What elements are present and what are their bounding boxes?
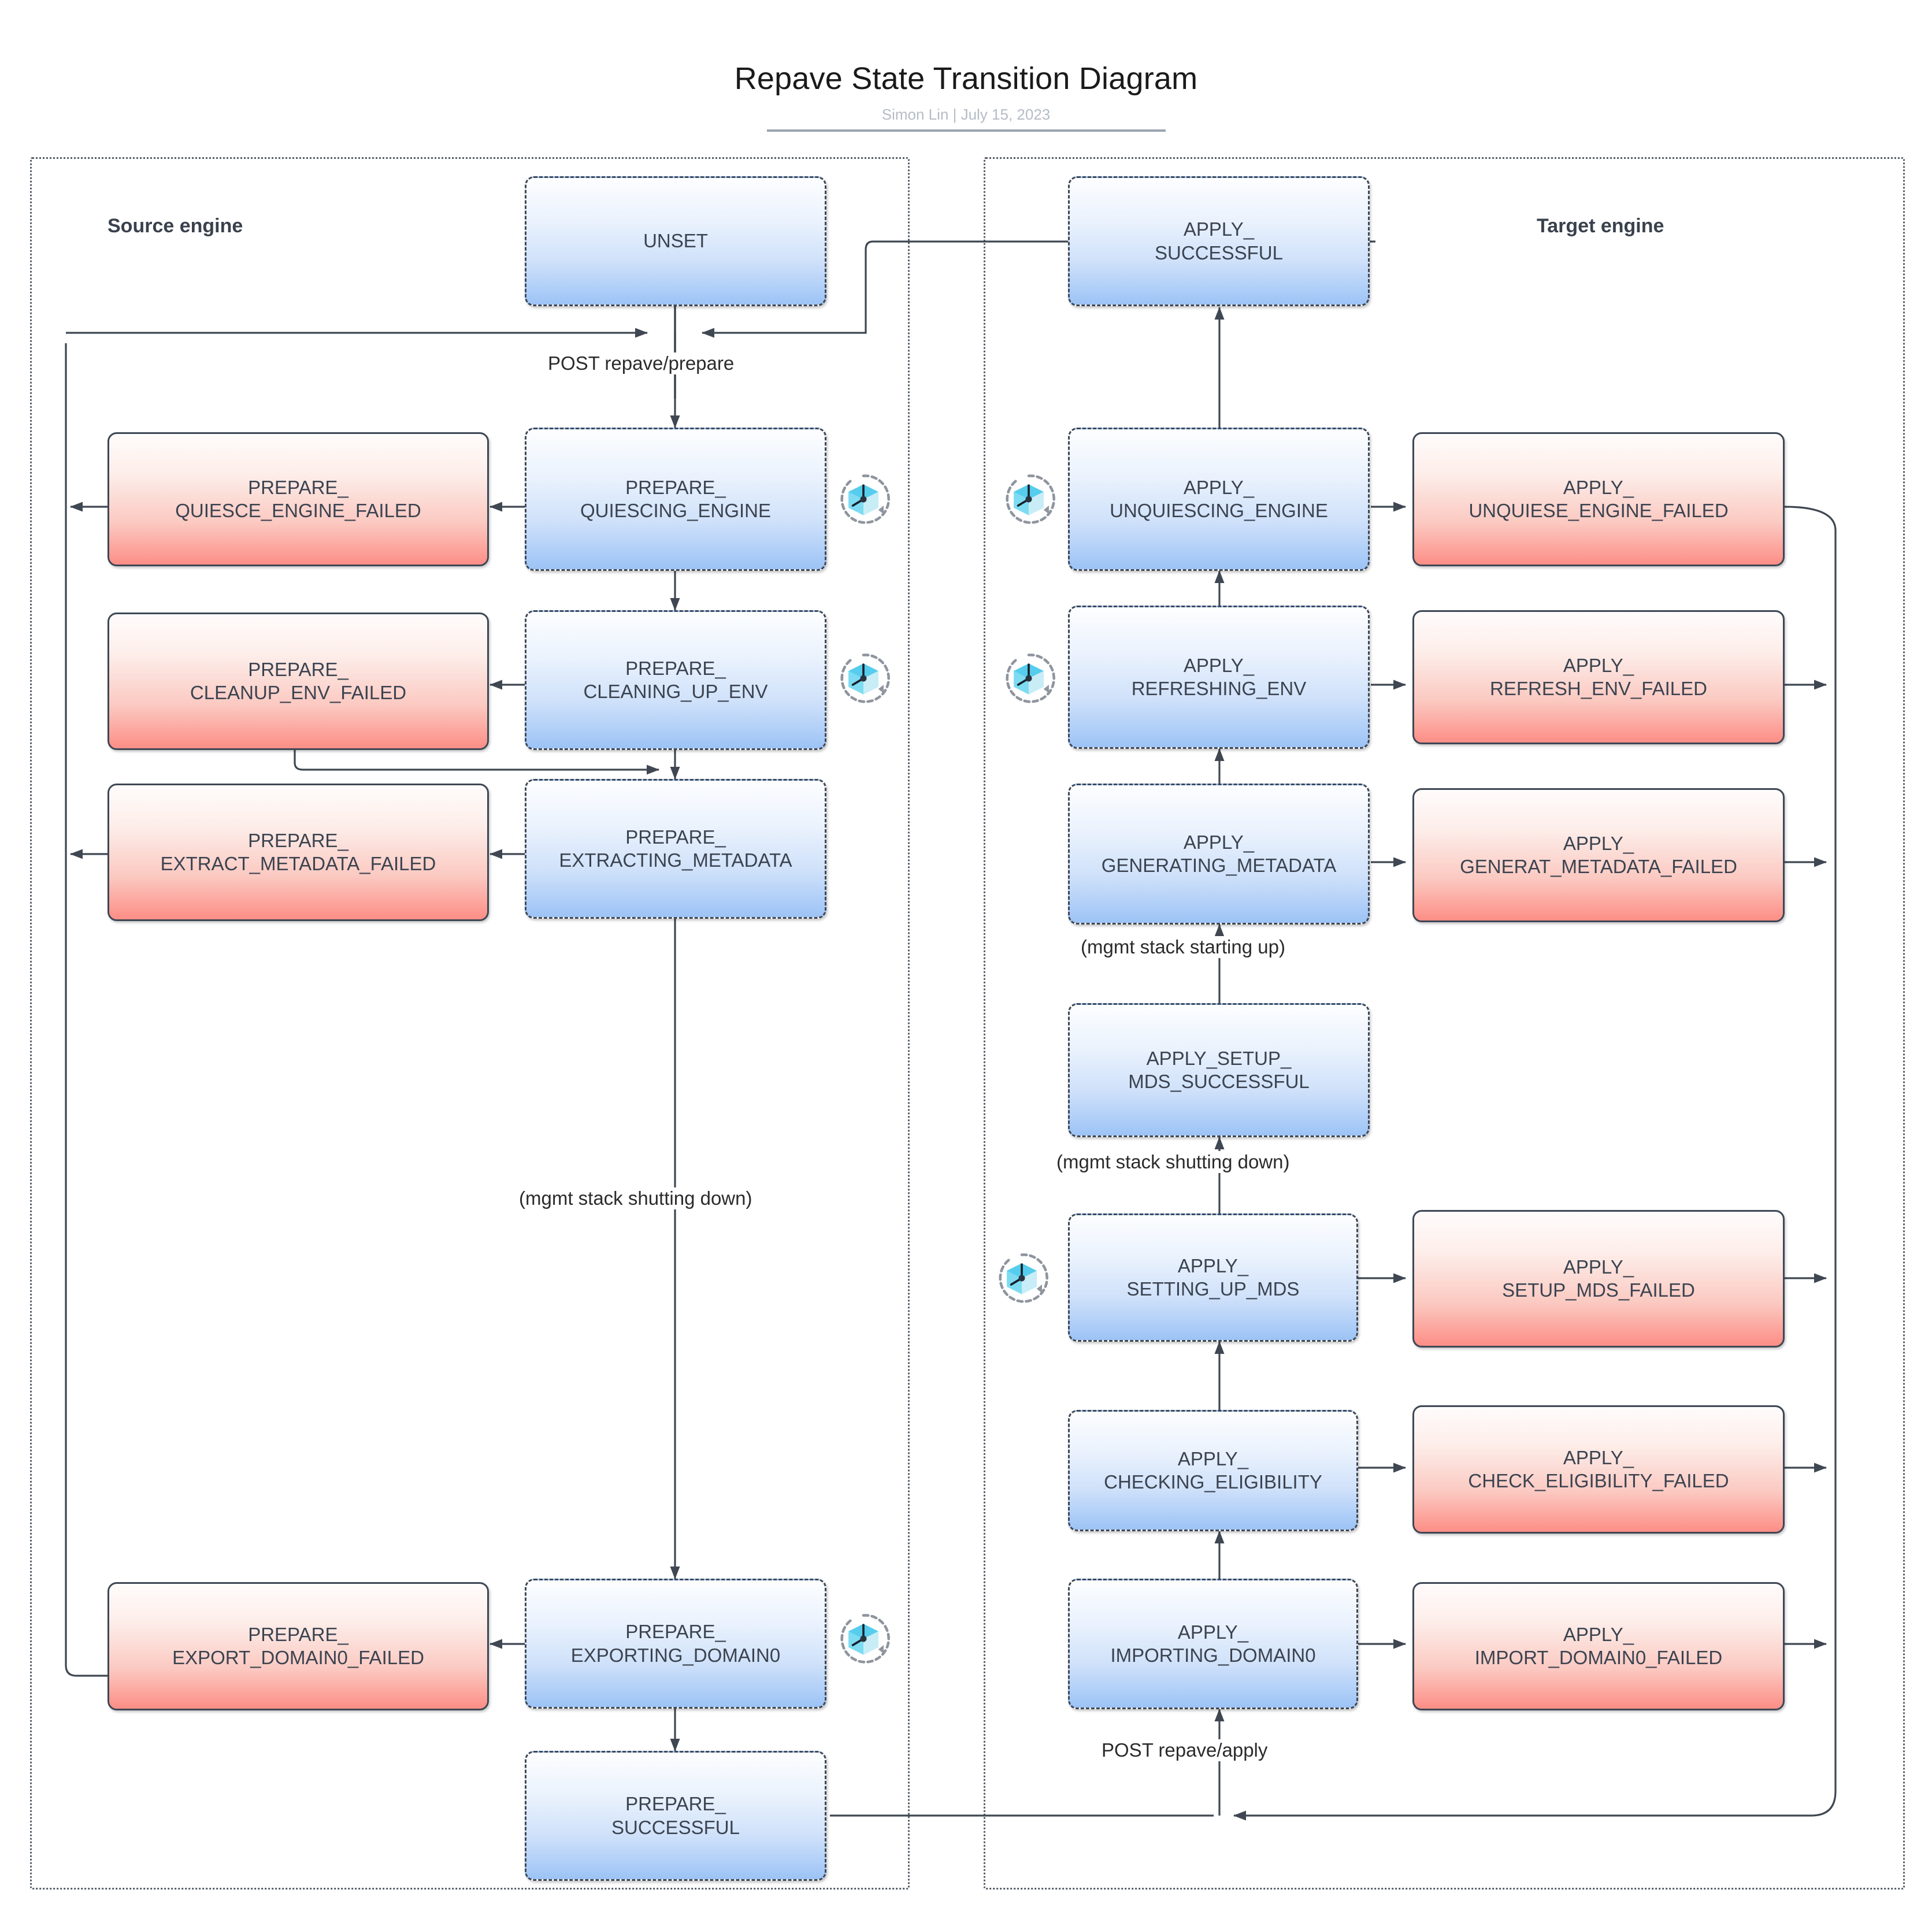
state-apply-setting-up-mds[interactable]: APPLY_ SETTING_UP_MDS bbox=[1068, 1213, 1358, 1342]
state-label: APPLY_ REFRESH_ENV_FAILED bbox=[1490, 654, 1707, 699]
state-label: APPLY_ GENERATING_METADATA bbox=[1101, 831, 1337, 876]
diagram-header: Repave State Transition Diagram Simon Li… bbox=[0, 60, 1932, 132]
state-label: APPLY_ GENERAT_METADATA_FAILED bbox=[1460, 832, 1737, 877]
state-label: PREPARE_ EXPORTING_DOMAIN0 bbox=[570, 1621, 781, 1666]
state-apply-unquiescing-engine[interactable]: APPLY_ UNQUIESCING_ENGINE bbox=[1068, 428, 1370, 571]
state-label: APPLY_ IMPORT_DOMAIN0_FAILED bbox=[1474, 1623, 1723, 1668]
state-unset[interactable]: UNSET bbox=[525, 176, 826, 306]
edge-label-post-repave-prepare: POST repave/prepare bbox=[543, 352, 739, 374]
timer-cube-icon bbox=[1002, 652, 1055, 705]
state-label: UNSET bbox=[643, 230, 708, 252]
state-label: PREPARE_ SUCCESSFUL bbox=[611, 1793, 740, 1838]
state-label: PREPARE_ QUIESCE_ENGINE_FAILED bbox=[175, 476, 421, 521]
timer-cube-icon bbox=[1002, 473, 1055, 526]
state-label: APPLY_ IMPORTING_DOMAIN0 bbox=[1110, 1621, 1316, 1666]
target-engine-panel bbox=[984, 157, 1905, 1890]
state-apply-checking-eligibility[interactable]: APPLY_ CHECKING_ELIGIBILITY bbox=[1068, 1410, 1358, 1531]
timer-cube-icon bbox=[995, 1252, 1048, 1305]
state-prepare-cleanup-env-failed[interactable]: PREPARE_ CLEANUP_ENV_FAILED bbox=[107, 613, 489, 750]
state-apply-check-eligibility-failed[interactable]: APPLY_ CHECK_ELIGIBILITY_FAILED bbox=[1412, 1405, 1785, 1534]
state-label: APPLY_ UNQUIESCING_ENGINE bbox=[1110, 476, 1328, 521]
state-label: APPLY_SETUP_ MDS_SUCCESSFUL bbox=[1128, 1047, 1310, 1092]
state-prepare-extract-metadata-failed[interactable]: PREPARE_ EXTRACT_METADATA_FAILED bbox=[107, 784, 489, 921]
state-apply-unquiese-engine-failed[interactable]: APPLY_ UNQUIESE_ENGINE_FAILED bbox=[1412, 432, 1785, 566]
state-apply-refresh-env-failed[interactable]: APPLY_ REFRESH_ENV_FAILED bbox=[1412, 610, 1785, 744]
state-label: PREPARE_ CLEANING_UP_ENV bbox=[583, 657, 768, 702]
edge-label-mgmt-starting-up: (mgmt stack starting up) bbox=[1076, 936, 1290, 958]
source-engine-label: Source engine bbox=[107, 215, 243, 237]
state-prepare-quiesce-engine-failed[interactable]: PREPARE_ QUIESCE_ENGINE_FAILED bbox=[107, 432, 489, 566]
edge-label-post-repave-apply: POST repave/apply bbox=[1097, 1739, 1273, 1761]
timer-cube-icon bbox=[837, 652, 890, 705]
state-prepare-successful[interactable]: PREPARE_ SUCCESSFUL bbox=[525, 1751, 826, 1881]
timer-cube-icon bbox=[837, 1612, 890, 1665]
page-title: Repave State Transition Diagram bbox=[734, 61, 1198, 96]
state-label: PREPARE_ QUIESCING_ENGINE bbox=[580, 476, 772, 521]
state-label: APPLY_ CHECKING_ELIGIBILITY bbox=[1104, 1447, 1322, 1493]
state-prepare-export-domain0-failed[interactable]: PREPARE_ EXPORT_DOMAIN0_FAILED bbox=[107, 1582, 489, 1710]
state-label: PREPARE_ EXTRACTING_METADATA bbox=[559, 826, 792, 871]
edge-label-mgmt-shutting-down-source: (mgmt stack shutting down) bbox=[514, 1187, 757, 1209]
state-prepare-extracting-metadata[interactable]: PREPARE_ EXTRACTING_METADATA bbox=[525, 779, 826, 919]
state-label: PREPARE_ CLEANUP_ENV_FAILED bbox=[190, 658, 407, 703]
state-label: APPLY_ REFRESHING_ENV bbox=[1131, 654, 1307, 699]
state-label: APPLY_ CHECK_ELIGIBILITY_FAILED bbox=[1468, 1446, 1729, 1491]
edge-label-mgmt-shutting-down-target: (mgmt stack shutting down) bbox=[1052, 1151, 1295, 1173]
state-apply-setup-mds-successful[interactable]: APPLY_SETUP_ MDS_SUCCESSFUL bbox=[1068, 1003, 1370, 1137]
state-label: PREPARE_ EXTRACT_METADATA_FAILED bbox=[160, 829, 436, 874]
state-apply-successful[interactable]: APPLY_ SUCCESSFUL bbox=[1068, 176, 1370, 306]
state-prepare-exporting-domain0[interactable]: PREPARE_ EXPORTING_DOMAIN0 bbox=[525, 1579, 826, 1709]
state-apply-setup-mds-failed[interactable]: APPLY_ SETUP_MDS_FAILED bbox=[1412, 1210, 1785, 1348]
source-engine-panel bbox=[30, 157, 910, 1890]
state-apply-import-domain0-failed[interactable]: APPLY_ IMPORT_DOMAIN0_FAILED bbox=[1412, 1582, 1785, 1710]
state-prepare-cleaning-up-env[interactable]: PREPARE_ CLEANING_UP_ENV bbox=[525, 610, 826, 750]
state-apply-refreshing-env[interactable]: APPLY_ REFRESHING_ENV bbox=[1068, 606, 1370, 749]
state-apply-generating-metadata[interactable]: APPLY_ GENERATING_METADATA bbox=[1068, 784, 1370, 925]
state-apply-generat-metadata-failed[interactable]: APPLY_ GENERAT_METADATA_FAILED bbox=[1412, 788, 1785, 922]
timer-cube-icon bbox=[837, 473, 890, 526]
state-label: APPLY_ SETUP_MDS_FAILED bbox=[1502, 1256, 1695, 1301]
target-engine-label: Target engine bbox=[1537, 215, 1664, 237]
header-divider bbox=[766, 129, 1166, 132]
state-label: APPLY_ UNQUIESE_ENGINE_FAILED bbox=[1469, 476, 1729, 521]
state-apply-importing-domain0[interactable]: APPLY_ IMPORTING_DOMAIN0 bbox=[1068, 1579, 1358, 1709]
author-date-subtitle: Simon Lin | July 15, 2023 bbox=[881, 105, 1051, 123]
state-label: APPLY_ SETTING_UP_MDS bbox=[1126, 1254, 1300, 1300]
state-label: PREPARE_ EXPORT_DOMAIN0_FAILED bbox=[172, 1623, 424, 1668]
state-label: APPLY_ SUCCESSFUL bbox=[1155, 218, 1283, 263]
state-prepare-quiescing-engine[interactable]: PREPARE_ QUIESCING_ENGINE bbox=[525, 428, 826, 571]
